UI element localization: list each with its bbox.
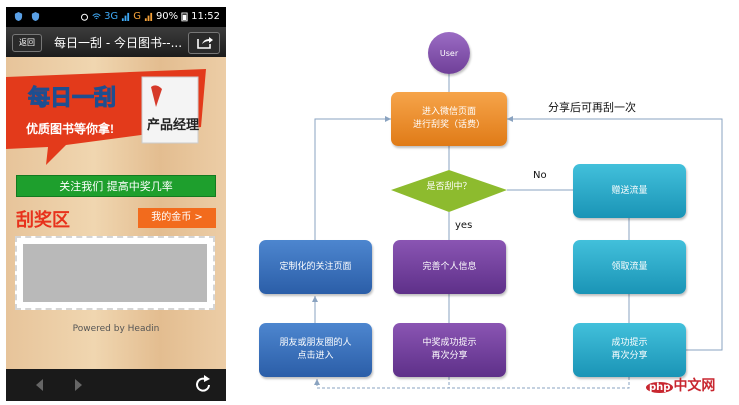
success-share-node: 成功提示再次分享: [573, 323, 686, 377]
watermark-text: 中文网: [673, 378, 716, 394]
share-again-label: 分享后可再刮一次: [548, 101, 636, 114]
banner-subline: 优质图书等你拿!: [26, 121, 114, 136]
node-line: 进入微信页面: [421, 107, 476, 117]
back-button[interactable]: 返回: [12, 34, 42, 52]
phone-screenshot: 3G G 90% 11:52 返回 每日一刮 - 今日图书--... 每日一刮 …: [6, 7, 226, 401]
browser-toolbar: [6, 369, 226, 401]
connector-success-friends: [449, 377, 630, 389]
user-node: User: [428, 32, 470, 74]
watermark-php: php: [646, 382, 674, 393]
receive-data-node: 领取流量: [573, 240, 686, 294]
shield-icon: [31, 12, 40, 21]
gift-data-node: 赠送流量: [573, 164, 686, 218]
powered-by-text: Powered by Headin: [72, 324, 160, 334]
refresh-icon[interactable]: [196, 375, 210, 392]
shield-icon: [14, 12, 23, 21]
battery-label: 90%: [155, 11, 179, 22]
carrier-label: G: [133, 11, 141, 22]
prize-area-title: 刮奖区: [16, 210, 70, 231]
scratch-card-area[interactable]: [23, 244, 207, 302]
book-figure-icon: [151, 85, 162, 107]
complete-info-node: 完善个人信息: [393, 240, 506, 294]
connector-share-again: [507, 116, 723, 351]
page-content: 每日一刮 优质图书等你拿! 产品经理 关注我们 提高中奖几率 刮奖区 我的金币 …: [6, 57, 226, 369]
node-line: 再次分享: [431, 351, 468, 361]
clock: 11:52: [191, 11, 220, 22]
connector-custom-enter: [314, 116, 391, 240]
share-button[interactable]: [188, 32, 220, 54]
page-title: 每日一刮 - 今日图书--...: [54, 36, 183, 50]
node-line: 再次分享: [611, 351, 648, 361]
back-arrow-icon[interactable]: [36, 379, 43, 391]
wifi-icon: [92, 13, 101, 20]
win-share-node: 中奖成功提示再次分享: [393, 323, 506, 377]
connector-win-friends: [314, 377, 450, 389]
node-line: 点击进入: [297, 351, 334, 361]
node-line: 成功提示: [611, 338, 648, 348]
node-line: 进行刮奖（话费）: [412, 120, 485, 130]
no-label: No: [533, 170, 547, 181]
alarm-icon: [81, 13, 89, 21]
share-icon: [197, 37, 213, 49]
node-line: 朋友或朋友圈的人: [279, 338, 352, 348]
battery-icon: [181, 12, 188, 22]
friends-click-node: 朋友或朋友圈的人点击进入: [259, 323, 372, 377]
nav-bar: 返回 每日一刮 - 今日图书--...: [6, 27, 226, 57]
signal-icon: [122, 12, 130, 21]
my-coins-button[interactable]: 我的金币 >: [138, 208, 216, 228]
network-3g-label: 3G: [104, 11, 119, 22]
book-title: 产品经理: [147, 117, 199, 132]
promo-banner: 每日一刮 优质图书等你拿! 产品经理: [6, 69, 206, 165]
follow-us-button[interactable]: 关注我们 提高中奖几率: [16, 175, 216, 197]
status-bar: 3G G 90% 11:52: [6, 7, 226, 27]
scratch-card-frame: [15, 236, 215, 310]
forward-arrow-icon[interactable]: [75, 379, 82, 391]
custom-follow-page-node: 定制化的关注页面: [259, 240, 372, 294]
signal-icon: [144, 12, 153, 21]
decision-text: 是否刮中？: [426, 182, 472, 192]
node-line: 中奖成功提示: [422, 338, 477, 348]
decision-diamond: [391, 170, 507, 212]
banner-headline: 每日一刮: [28, 85, 116, 110]
yes-label: yes: [455, 220, 473, 231]
enter-wechat-node: 进入微信页面进行刮奖（话费）: [391, 92, 507, 146]
